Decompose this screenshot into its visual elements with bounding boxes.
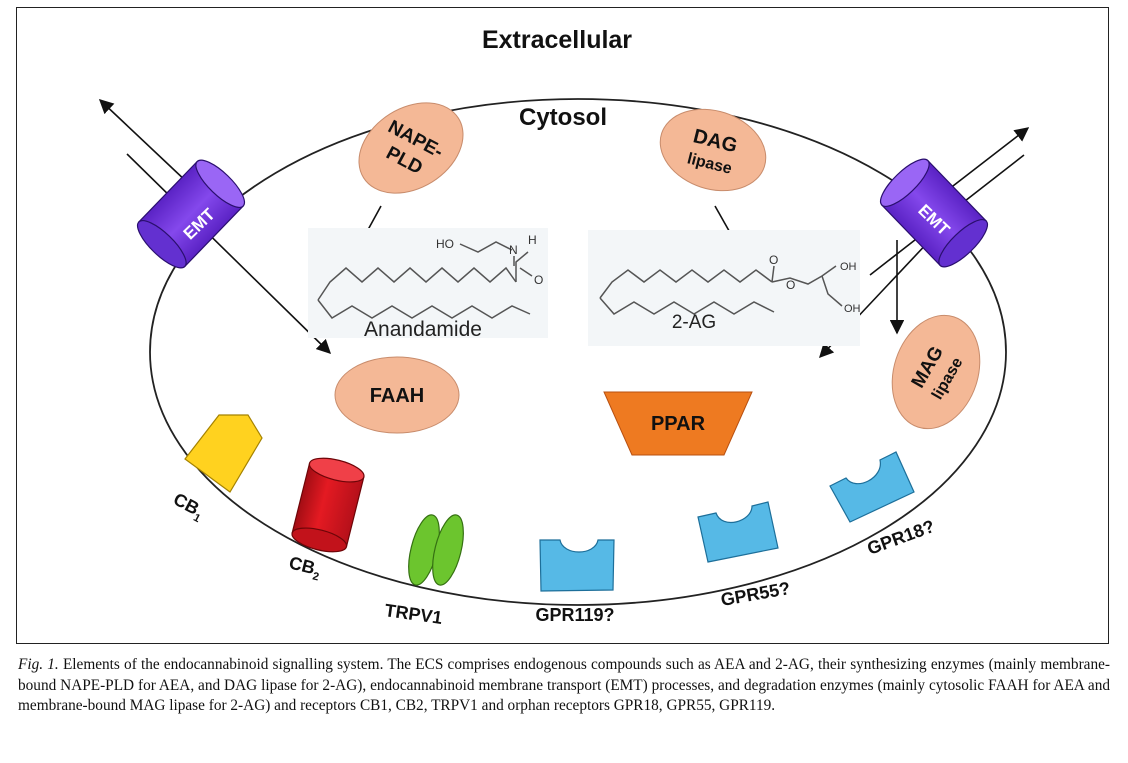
emt-left-transport-arrows: [98, 99, 332, 355]
cb1-receptor: [184, 414, 263, 493]
svg-text:N: N: [509, 243, 518, 257]
figure-frame: [16, 7, 1109, 644]
cb2-receptor: [291, 457, 365, 553]
dag-lipase-label: DAG lipase: [685, 125, 739, 178]
extracellular-label: Extracellular: [482, 26, 632, 54]
cb1-label: CB1: [168, 489, 208, 525]
trpv1-label: TRPV1: [383, 600, 443, 628]
two-ag-label: 2-AG: [672, 312, 716, 333]
dag-lipase-enzyme: [659, 108, 767, 192]
gpr18-receptor: [829, 451, 915, 523]
trpv1-receptor: [408, 514, 464, 586]
gpr55-receptor: [697, 501, 779, 563]
nape-pld-enzyme: [358, 102, 464, 194]
mag-lipase-enzyme: [891, 314, 981, 430]
svg-text:OH: OH: [840, 261, 857, 273]
caption-figure-label: Fig. 1.: [18, 656, 59, 673]
ppar-receptor: [603, 391, 753, 456]
svg-text:O: O: [769, 253, 778, 267]
emt-right-transporter: [879, 158, 989, 268]
two-ag-structure: O O OH OH: [588, 230, 861, 346]
gpr18-label: GPR18?: [865, 516, 938, 559]
anandamide-label: Anandamide: [364, 318, 482, 341]
gpr119-receptor: [539, 539, 615, 592]
ecs-diagram: Extracellular Cytosol EMT EMT NAPE- PLD …: [98, 26, 1030, 628]
svg-text:OH: OH: [844, 303, 861, 315]
faah-label: FAAH: [370, 385, 424, 407]
svg-text:O: O: [534, 273, 543, 287]
caption-text: Elements of the endocannabinoid signalli…: [18, 656, 1110, 714]
cb2-label: CB2: [286, 552, 323, 583]
svg-text:O: O: [786, 278, 795, 292]
anandamide-structure: HO N H O: [308, 228, 548, 338]
faah-enzyme: [334, 356, 460, 434]
ppar-label: PPAR: [651, 413, 706, 435]
figure-caption: Fig. 1. Elements of the endocannabinoid …: [18, 655, 1110, 717]
emt-left-transporter: [136, 159, 246, 269]
cytosol-label: Cytosol: [519, 104, 607, 131]
gpr55-label: GPR55?: [719, 578, 791, 610]
cell-membrane: [149, 98, 1007, 606]
svg-text:HO: HO: [436, 237, 454, 251]
gpr119-label: GPR119?: [535, 605, 614, 625]
svg-text:H: H: [528, 233, 537, 247]
